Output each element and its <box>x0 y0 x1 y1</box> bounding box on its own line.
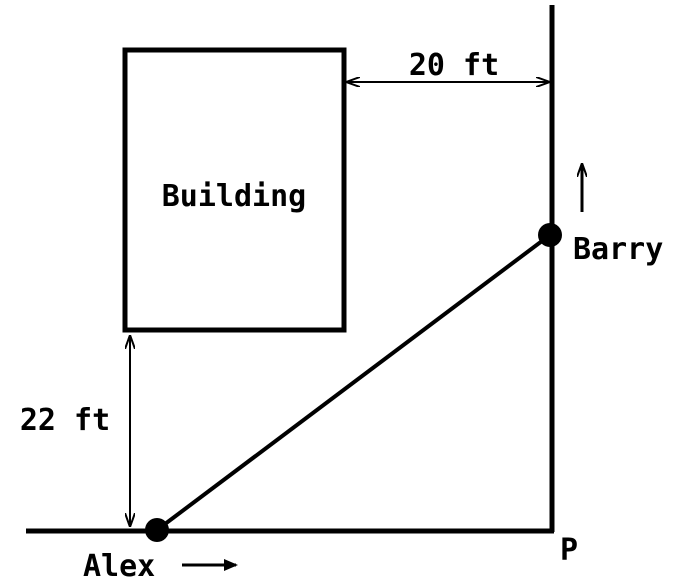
side-distance-label: 22 ft <box>20 403 110 438</box>
alex-label: Alex <box>83 549 155 582</box>
barry-label: Barry <box>573 232 663 267</box>
connecting-line <box>155 233 552 532</box>
building-rect <box>122 47 347 333</box>
alex-point <box>145 518 169 542</box>
building-label: Building <box>162 179 307 214</box>
corner-point-label: P <box>560 533 578 568</box>
barry-point <box>538 223 562 247</box>
top-distance-label: 20 ft <box>409 48 499 83</box>
